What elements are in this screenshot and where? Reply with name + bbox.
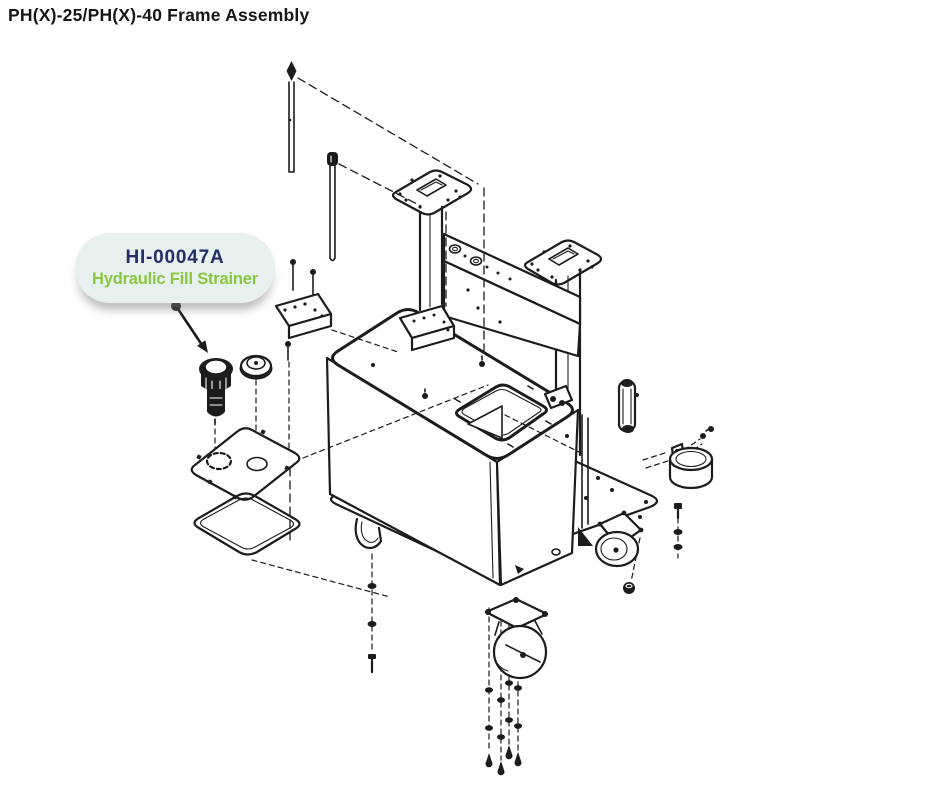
part-name-label: Hydraulic Fill Strainer (92, 270, 258, 288)
right-bolt-string (673, 503, 683, 559)
bottom-caster-fasteners (485, 603, 522, 776)
leader-lines (214, 77, 485, 541)
leader-lines-front (251, 329, 672, 598)
callout-arrow (171, 301, 208, 353)
gasket-part (193, 492, 301, 556)
mounting-block-part (274, 259, 333, 361)
filler-cap-part (239, 354, 273, 380)
cover-plate-part (190, 427, 301, 501)
dipstick-rods (286, 61, 338, 262)
part-callout[interactable]: HI-00047A Hydraulic Fill Strainer (75, 233, 275, 303)
left-bolt-string (367, 553, 377, 674)
left-caster-mount (354, 517, 383, 550)
right-caster (594, 510, 644, 594)
right-post-foot (578, 414, 593, 546)
part-number-label: HI-00047A (125, 247, 225, 268)
hydraulic-tank (325, 304, 580, 587)
bottom-caster (484, 597, 549, 680)
clamp-part (668, 426, 714, 490)
hydraulic-fill-strainer-part (199, 358, 233, 425)
page-title: PH(X)-25/PH(X)-40 Frame Assembly (8, 5, 310, 25)
cylinder-part (617, 379, 639, 433)
frame-posts (391, 169, 603, 462)
